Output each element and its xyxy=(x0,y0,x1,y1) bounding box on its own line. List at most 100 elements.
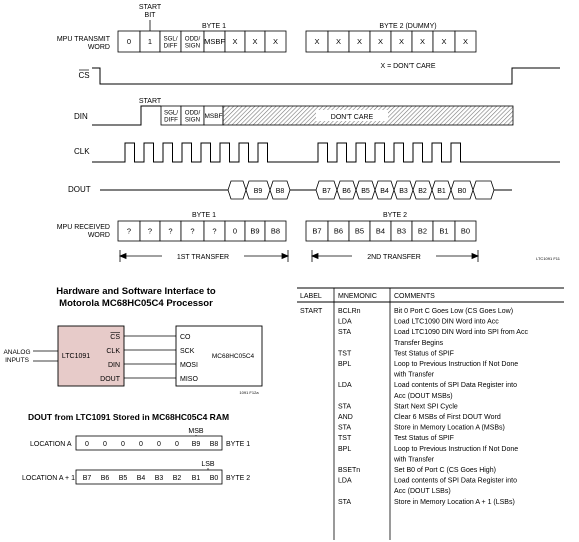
table-mnemonic: STA xyxy=(338,425,351,432)
mc68hc05c4-pin-sck: SCK xyxy=(180,348,195,355)
table-comment: Set B0 of Port C (CS Goes High) xyxy=(394,467,496,474)
received-byte1-cell-text: ? xyxy=(127,227,131,236)
ltc1091-chip xyxy=(57,325,125,387)
table-mnemonic: BPL xyxy=(338,361,351,368)
received-byte2-cell-text: B7 xyxy=(312,227,321,236)
label-clk: CLK xyxy=(74,147,90,156)
ram-row-box xyxy=(75,469,223,485)
ram-location-a: LOCATION A xyxy=(30,441,72,448)
transmit-byte2-label: BYTE 2 (DUMMY) xyxy=(379,23,436,30)
received-byte1-cell-text: ? xyxy=(148,227,152,236)
transmit-byte2-cell-text: X xyxy=(399,37,404,46)
received-byte1-cell-text: ? xyxy=(190,227,194,236)
ram-byte2-label: BYTE 2 xyxy=(226,475,250,482)
table-comment: Loop to Previous Instruction If Not Done xyxy=(394,446,518,453)
first-transfer-arrow xyxy=(118,250,290,262)
ltc1091-pin-cs: CS xyxy=(110,334,120,341)
table-mnemonic: TST xyxy=(338,435,352,442)
ram-bit: 0 xyxy=(103,441,107,448)
dout-bit-label: B7 xyxy=(322,188,331,195)
table-comment: Loop to Previous Instruction If Not Done xyxy=(394,361,518,368)
dont-care-note: X = DON'T CARE xyxy=(380,63,435,70)
dout-bit-label: B2 xyxy=(418,188,427,195)
cs-waveform xyxy=(92,67,560,85)
dout-bit-label: B5 xyxy=(361,188,370,195)
received-byte2-cell-text: B4 xyxy=(376,227,385,236)
received-byte2-label: BYTE 2 xyxy=(383,212,407,219)
table-header: LABEL xyxy=(300,293,322,300)
dout-bit-label: B8 xyxy=(276,188,285,195)
first-transfer-label: 1ST TRANSFER xyxy=(177,254,229,261)
table-comment: Load LTC1090 DIN Word into SPI from Acc xyxy=(394,329,528,336)
dout-bit-label: B4 xyxy=(380,188,389,195)
ram-bit: B4 xyxy=(137,475,146,482)
label-dout: DOUT xyxy=(68,185,91,194)
label-cs: CS xyxy=(78,71,89,80)
transmit-byte1-cell-text: 0 xyxy=(127,37,131,46)
table-comment: Store in Memory Location A (MSBs) xyxy=(394,425,505,432)
ram-bit: B1 xyxy=(192,475,201,482)
table-header: MNEMONIC xyxy=(338,293,377,300)
timing-figure-code: LTC1091 F11 xyxy=(536,256,561,261)
received-byte1-cell-text: B8 xyxy=(271,227,280,236)
table-comment: with Transfer xyxy=(393,372,435,379)
transmit-byte1-cell xyxy=(264,30,287,53)
ram-bit: 0 xyxy=(157,441,161,448)
table-mnemonic: STA xyxy=(338,403,351,410)
ltc1091-pin-dout: DOUT xyxy=(100,376,121,383)
table-comment: Acc (DOUT MSBs) xyxy=(394,393,453,400)
received-byte1-cell-text: ? xyxy=(212,227,216,236)
table-mnemonic: AND xyxy=(338,414,353,421)
din-start-label: START xyxy=(139,98,162,105)
table-comment: Bit 0 Port C Goes Low (CS Goes Low) xyxy=(394,308,513,315)
ram-lsb-label: LSB xyxy=(201,461,215,468)
din-waveform-low xyxy=(92,105,161,126)
table-comment: Store in Memory Location A + 1 (LSBs) xyxy=(394,499,515,506)
clk-waveform xyxy=(92,142,560,163)
received-byte2-cell xyxy=(454,220,477,242)
interface-figure-code: 1091 F12a xyxy=(239,390,259,395)
ram-bit: B8 xyxy=(210,441,219,448)
ltc1091-name: LTC1091 xyxy=(62,353,90,360)
received-byte1-cell-text: ? xyxy=(168,227,172,236)
received-byte1-cell xyxy=(264,220,287,242)
table-comment: Transfer Begins xyxy=(394,340,444,347)
table-comment: Load contents of SPI Data Register into xyxy=(394,478,517,485)
received-byte1-cell-text: 0 xyxy=(233,227,237,236)
table-mnemonic: TST xyxy=(338,350,352,357)
received-byte2-cell-text: B3 xyxy=(397,227,406,236)
ram-bit: B9 xyxy=(192,441,201,448)
received-byte2-cell-text: B5 xyxy=(355,227,364,236)
ram-bit: 0 xyxy=(139,441,143,448)
ram-bit: 0 xyxy=(175,441,179,448)
ram-byte1-label: BYTE 1 xyxy=(226,441,250,448)
interface-wires xyxy=(124,335,176,379)
table-comment: Clear 6 MSBs of First DOUT Word xyxy=(394,414,501,421)
table-mnemonic: STA xyxy=(338,329,351,336)
table-mnemonic: BPL xyxy=(338,446,351,453)
received-byte2-cell-text: B0 xyxy=(461,227,470,236)
transmit-byte1-label: BYTE 1 xyxy=(202,23,226,30)
dout-bit-label: B0 xyxy=(458,188,467,195)
transmit-byte1-cell-text: X xyxy=(232,37,237,46)
ram-bit: B6 xyxy=(101,475,110,482)
transmit-byte1-cell-text: MSBF xyxy=(204,37,225,46)
table-mnemonic: STA xyxy=(338,499,351,506)
transmit-byte1-cell-text: ODD/SIGN xyxy=(185,36,201,50)
ram-bit: B2 xyxy=(173,475,182,482)
ram-bit: B7 xyxy=(83,475,92,482)
table-comment: with Transfer xyxy=(393,456,435,463)
transmit-byte2-cell-text: X xyxy=(357,37,362,46)
table-comment: Test Status of SPIF xyxy=(394,350,454,357)
transmit-byte1-cell-text: X xyxy=(273,37,278,46)
transmit-byte2-cell-text: X xyxy=(420,37,425,46)
ram-bit: B3 xyxy=(155,475,164,482)
